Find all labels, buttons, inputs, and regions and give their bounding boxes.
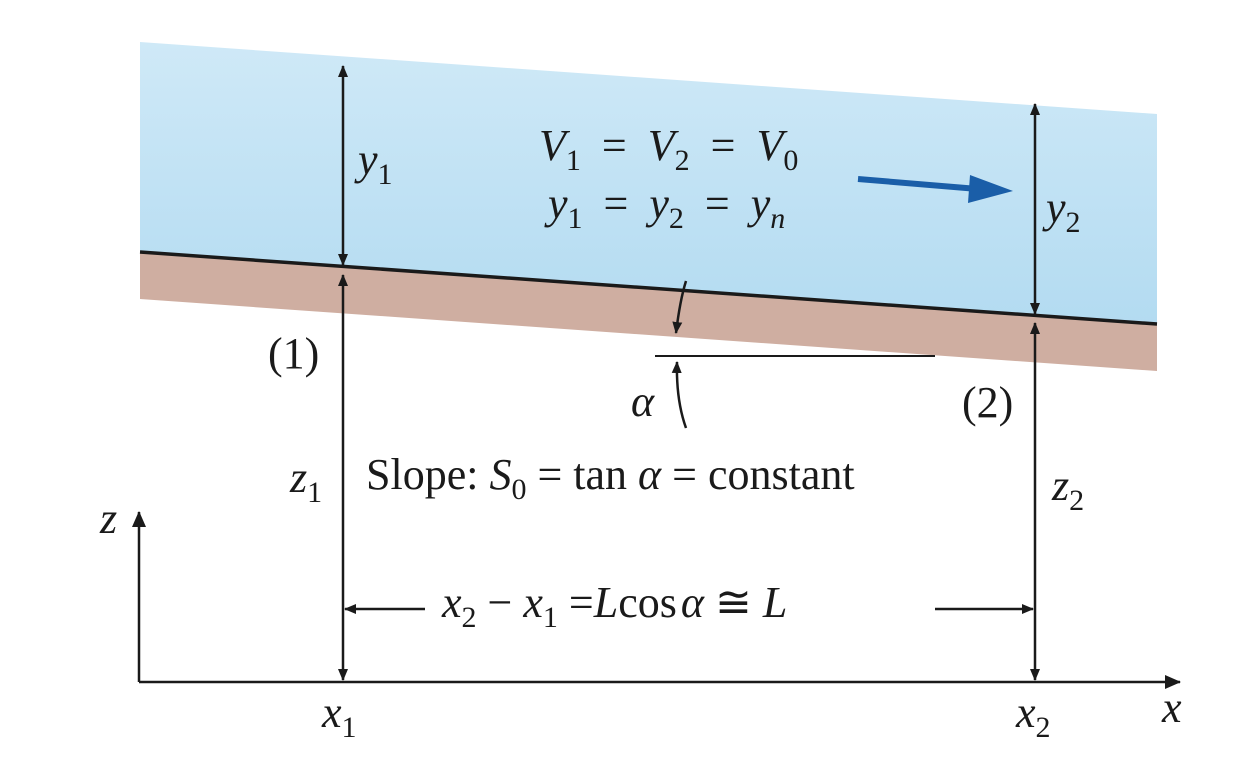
channel-bottom-line [139,250,1158,326]
section-label-1: (1) [268,329,319,378]
slope-equation: Slope: S0 = tan α = constant [366,450,855,506]
depth-equation: y1 = y2 = yn [544,179,785,238]
x-axis-label: x [1161,683,1182,732]
x1-label: x1 [321,688,357,744]
elevation-label-left: z1 [289,453,322,509]
elevation-label-right: z2 [1051,461,1084,517]
z-axis-label: z [99,494,117,543]
depth-label-left: y1 [354,135,393,191]
flow-arrow-head [968,175,1013,203]
x2-label: x2 [1015,688,1051,744]
angle-arrow-upper [672,280,688,334]
section-label-2: (2) [962,378,1013,427]
depth-label-right: y2 [1042,183,1081,239]
angle-label: α [631,377,655,426]
channel-bed [140,252,1157,371]
flow-arrow [857,176,979,192]
velocity-equation: V1 = V2 = V0 [539,121,798,180]
angle-arrow-lower [671,361,688,429]
water-body [140,42,1157,324]
distance-equation: x2 − x1 =Lcosα ≅ L [441,578,787,634]
